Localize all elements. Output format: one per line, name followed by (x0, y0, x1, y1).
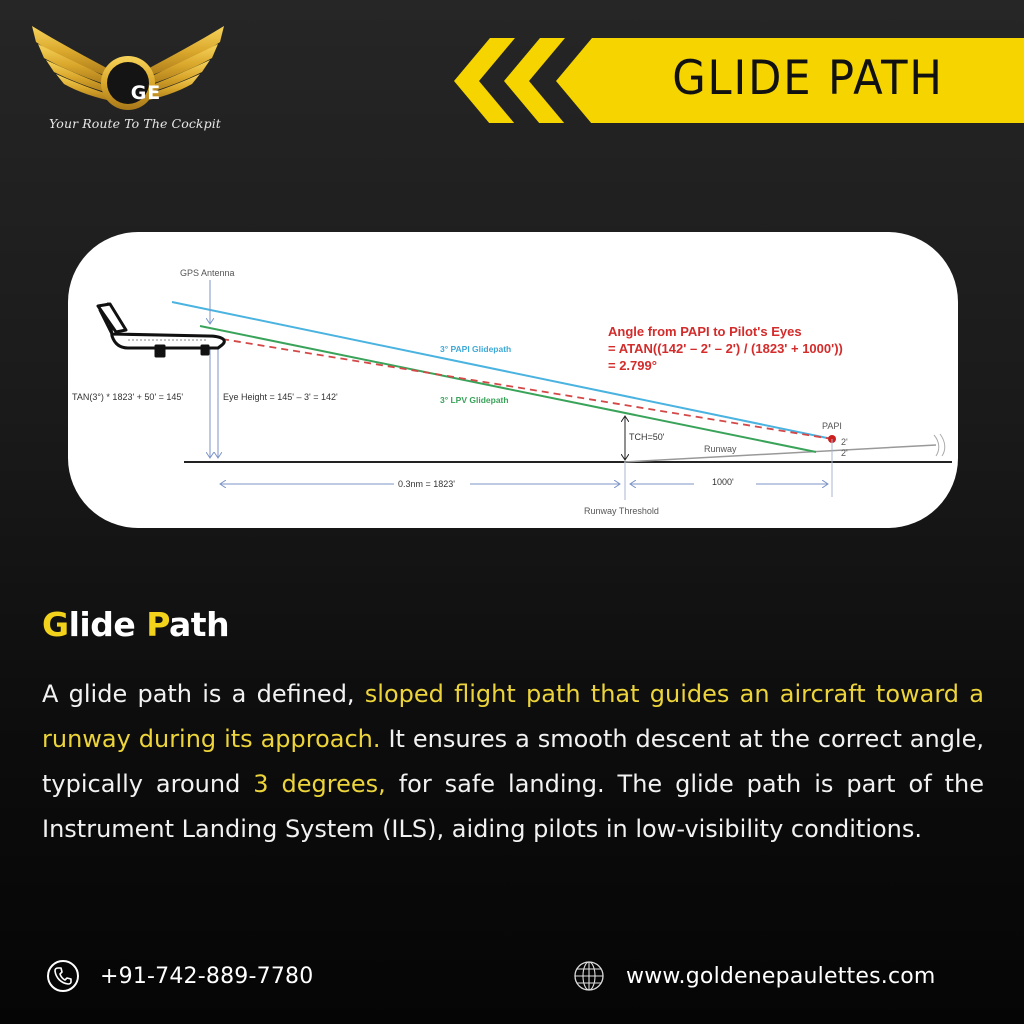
title-part: lide (68, 605, 147, 644)
logo-initials: GE (130, 82, 162, 104)
glide-path-diagram: GPS Antenna TAN(3°) * 1823' + 50' = 145'… (68, 232, 958, 528)
tan-formula-label: TAN(3°) * 1823' + 50' = 145' (72, 392, 184, 402)
papi-glidepath-label: 3° PAPI Glidepath (440, 344, 512, 354)
phone-number[interactable]: +91-742-889-7780 (100, 963, 314, 989)
phone-icon (47, 960, 79, 992)
brand-logo: GE Your Route To The Cockpit (28, 20, 228, 135)
globe-icon (574, 961, 604, 991)
runway-label: Runway (704, 444, 737, 454)
highlighted-text: 3 degrees, (253, 770, 386, 798)
body-text-segment: It ensures a smooth descent at the corre… (42, 725, 984, 798)
glide-path-diagram-graphic (96, 280, 952, 500)
calculation-line-1: Angle from PAPI to Pilot's Eyes (608, 324, 802, 339)
eye-height-label: Eye Height = 145' – 3' = 142' (223, 392, 338, 402)
papi-label: PAPI (822, 421, 842, 431)
title-banner: GLIDE PATH (440, 33, 1024, 123)
footer-website[interactable]: www.goldenepaulettes.com (572, 958, 936, 994)
calculation-line-3: = 2.799° (608, 358, 657, 373)
papi-offset-upper: 2' (841, 437, 848, 447)
distance-1000-label: 1000' (712, 477, 734, 487)
lpv-glidepath-label: 3° LPV Glidepath (440, 395, 509, 405)
papi-offset-lower: 2' (841, 448, 848, 458)
website-url[interactable]: www.goldenepaulettes.com (626, 963, 936, 989)
calculation-block: Angle from PAPI to Pilot's Eyes = ATAN((… (608, 323, 843, 374)
footer-phone[interactable]: +91-742-889-7780 (46, 958, 313, 994)
winged-emblem-icon (32, 26, 224, 110)
title-part: ath (169, 605, 230, 644)
logo-tagline: Your Route To The Cockpit (49, 116, 221, 131)
distance-1823-label: 0.3nm = 1823' (398, 479, 456, 489)
tch-label: TCH=50' (629, 432, 665, 442)
body-text-segment: A glide path is a defined, (42, 680, 365, 708)
highlighted-text: sloped flight path that guides an aircra… (42, 680, 984, 753)
body-text-segment: for safe landing. The glide path is part… (42, 770, 984, 843)
article-body: A glide path is a defined, sloped flight… (42, 672, 984, 852)
page-title: GLIDE PATH (672, 50, 944, 106)
double-chevron-left-icon (454, 38, 1024, 123)
gps-antenna-label: GPS Antenna (180, 268, 235, 278)
runway-threshold-label: Runway Threshold (584, 506, 659, 516)
title-part: P (146, 605, 170, 644)
calculation-line-2: = ATAN((142' – 2' – 2') / (1823' + 1000'… (608, 341, 843, 356)
section-title: Glide Path (42, 605, 230, 644)
title-part: G (42, 605, 69, 644)
airplane-icon (96, 302, 226, 358)
